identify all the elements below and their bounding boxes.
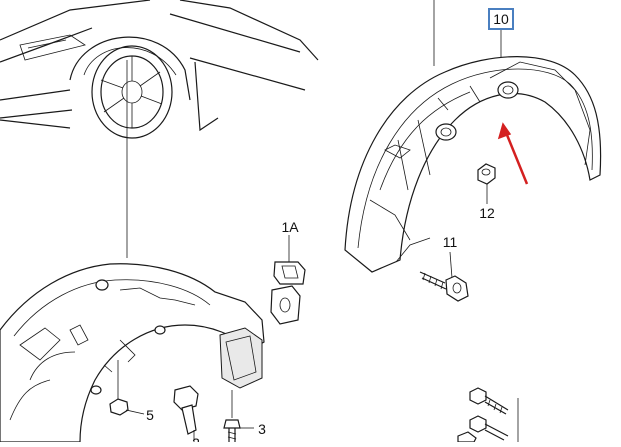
wheel-housing-liner-10 <box>344 56 602 273</box>
callout-5: 5 <box>146 407 154 423</box>
screw-icon <box>457 387 519 443</box>
callout-10-box <box>488 8 514 30</box>
nut-icon <box>109 360 145 416</box>
callout-10: 10 <box>493 11 509 27</box>
screw-icon <box>223 390 254 442</box>
nut-icon <box>477 163 496 204</box>
callout-11: 11 <box>443 234 458 250</box>
screw-icon <box>419 251 469 302</box>
callout-12: 12 <box>479 205 495 221</box>
arrow-icon <box>497 122 529 185</box>
clip-icon <box>270 261 306 325</box>
wheel-housing-liner-lower <box>0 263 265 443</box>
callout-3: 3 <box>258 421 266 437</box>
callout-2: 2 <box>192 435 200 442</box>
expansion-rivet-icon <box>173 385 199 442</box>
vehicle-front-icon <box>0 0 319 132</box>
callout-1a: 1A <box>281 219 299 235</box>
wheel-icon <box>91 45 173 139</box>
